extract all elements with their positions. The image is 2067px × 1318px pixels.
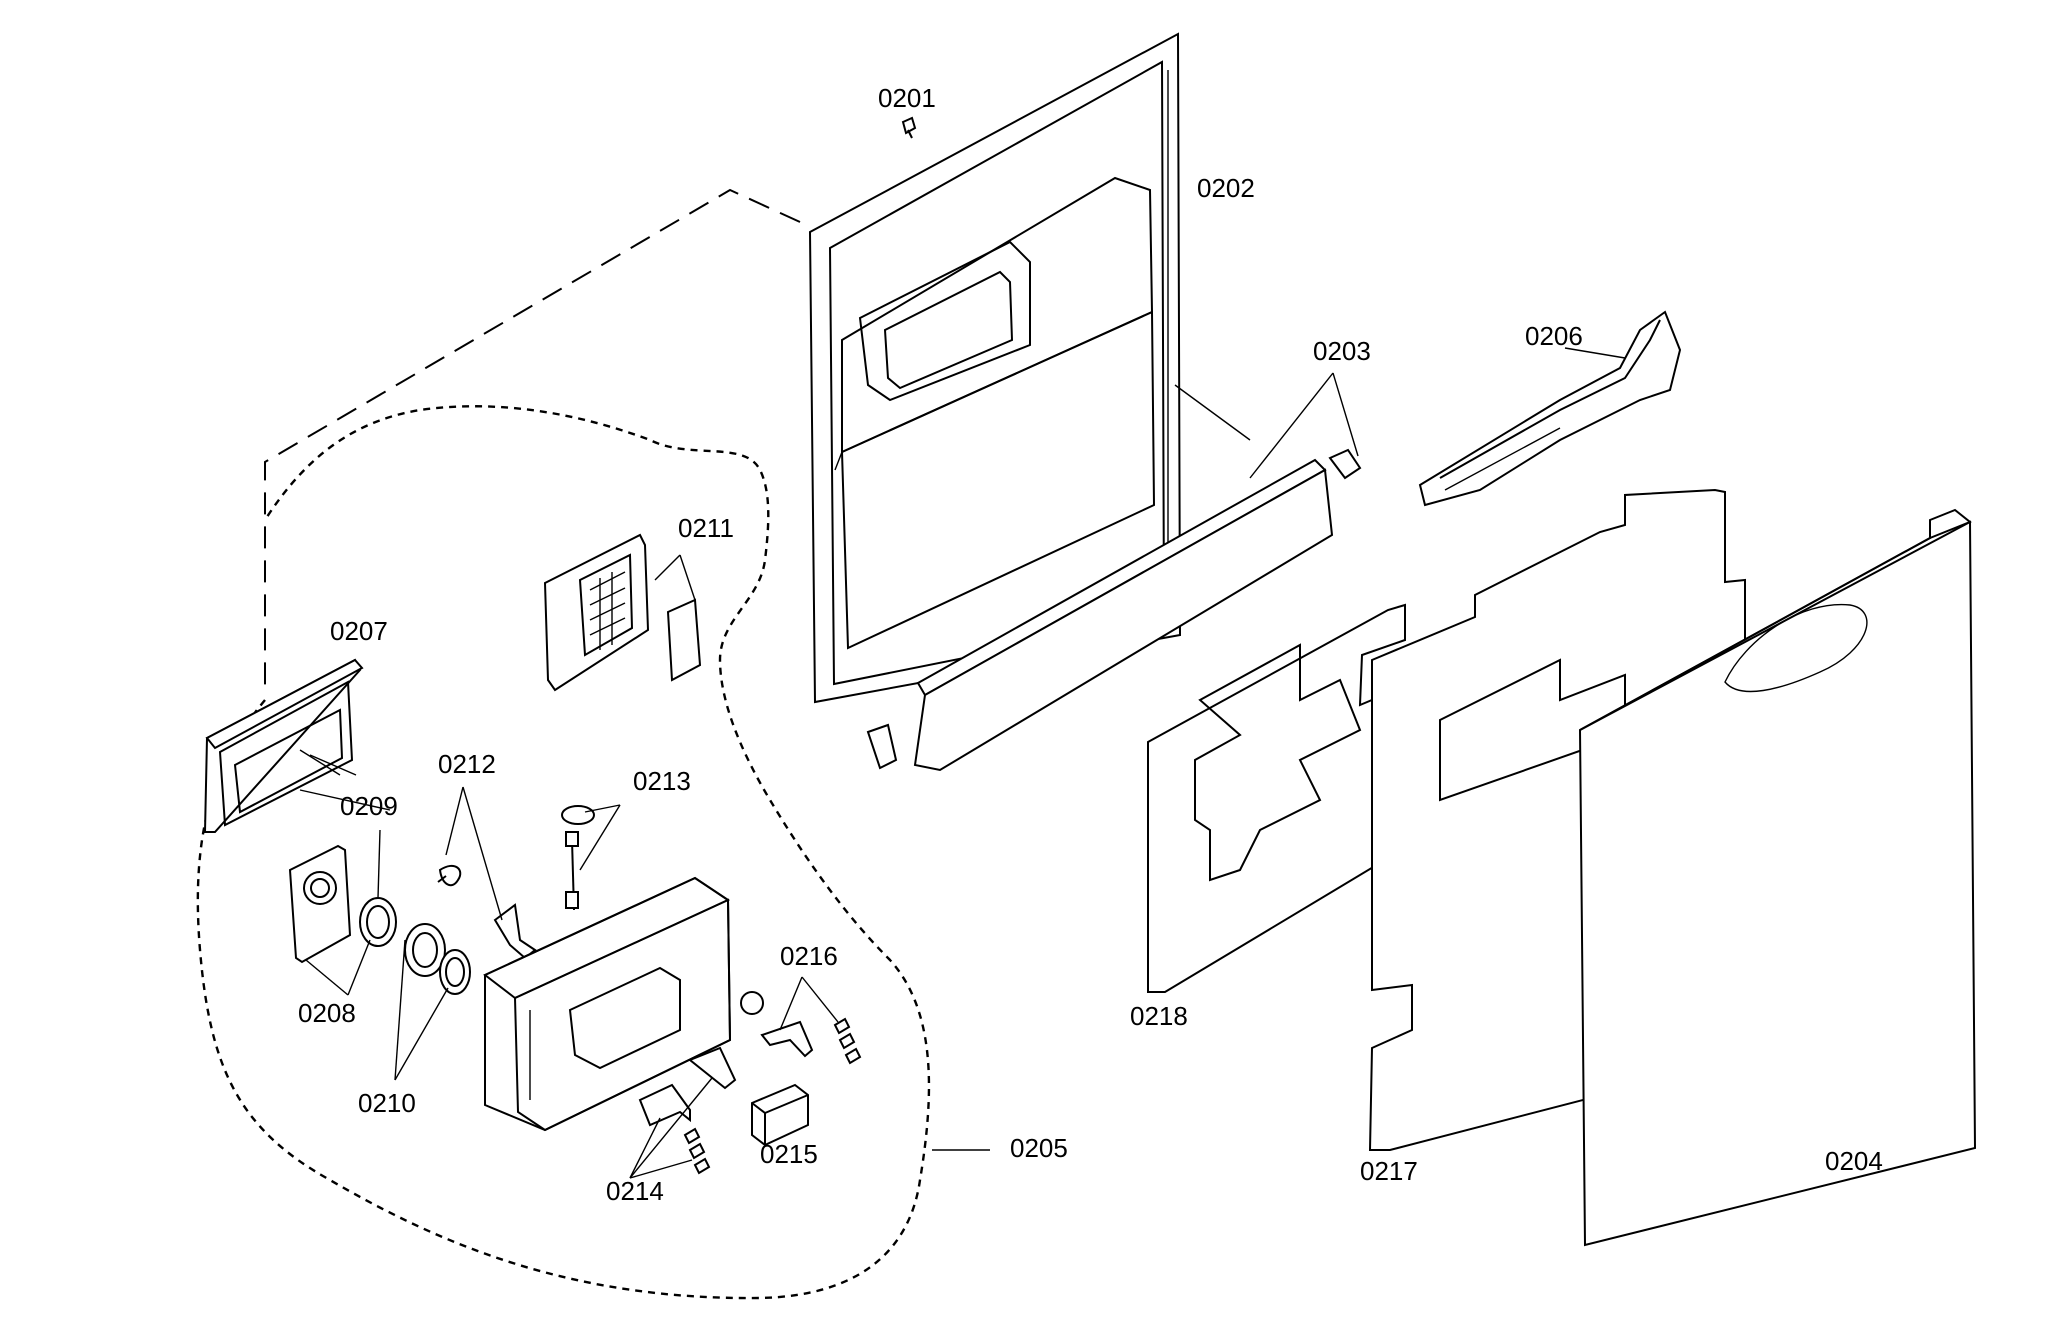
part-0207-frame (203, 658, 364, 833)
part-0208-housing (288, 844, 352, 964)
part-0209-0210-rings (359, 897, 471, 995)
part-0201-screw (901, 116, 917, 139)
label-0214: 0214 (606, 1176, 664, 1206)
part-0203-strip (866, 448, 1362, 772)
part-0213-pin (561, 805, 595, 911)
label-0203: 0203 (1313, 336, 1371, 366)
label-0201: 0201 (878, 83, 936, 113)
label-0202: 0202 (1197, 173, 1255, 203)
label-0213: 0213 (633, 766, 691, 796)
label-0216: 0216 (780, 941, 838, 971)
leader-lines (299, 347, 1626, 1179)
assembly-0205-boundary (196, 405, 931, 1300)
label-0210: 0210 (358, 1088, 416, 1118)
assembly-line (264, 188, 801, 690)
label-0212: 0212 (438, 749, 496, 779)
label-0218: 0218 (1130, 1001, 1188, 1031)
label-0209: 0209 (340, 791, 398, 821)
part-0214-springs (638, 1046, 737, 1175)
label-0208: 0208 (298, 998, 356, 1028)
label-0215: 0215 (760, 1139, 818, 1169)
label-0207: 0207 (330, 616, 388, 646)
label-0211: 0211 (678, 513, 734, 543)
part-0202-inner-door (808, 32, 1182, 704)
label-0205: 0205 (1010, 1133, 1068, 1163)
label-0217: 0217 (1360, 1156, 1418, 1186)
part-0215-switch (751, 1083, 809, 1147)
part-0205-dispenser-body (483, 876, 732, 1132)
part-number-labels: 0201 0202 0203 0206 0211 0207 0212 0213 … (298, 83, 1883, 1206)
part-0206-bracket (1418, 310, 1682, 507)
label-0204: 0204 (1825, 1146, 1883, 1176)
part-0204-outer-door (1578, 508, 1977, 1247)
part-0212-latch (437, 864, 537, 960)
part-0218-insulation (1147, 603, 1406, 993)
part-0216-lever (740, 991, 862, 1065)
part-0211-filter (543, 533, 702, 692)
label-0206: 0206 (1525, 321, 1583, 351)
